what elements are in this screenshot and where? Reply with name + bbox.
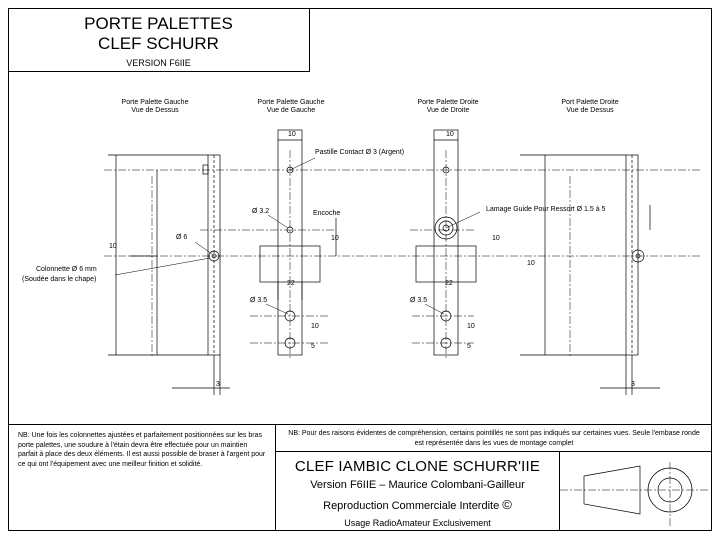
title-box: PORTE PALETTES CLEF SCHURR VERSION F6IIE [8, 8, 310, 72]
dim-5-a: 5 [311, 343, 315, 350]
titleblock-repro: Reproduction Commerciale Interdite [323, 500, 500, 512]
dim-10-g: 10 [311, 323, 319, 330]
d35a-annotation: Ø 3.5 [250, 297, 268, 304]
soudee-annotation: (Soudée dans le chape) [22, 276, 97, 283]
view-left-top [108, 154, 230, 395]
view-right-side [415, 129, 477, 356]
note-left-box: NB: Une fois les colonnettes ajustées et… [8, 424, 276, 531]
note-right-box: NB: Pour des raisons évidentes de compré… [276, 424, 712, 452]
titleblock-usage: Usage RadioAmateur Exclusivement [344, 518, 491, 528]
d32-annotation: Ø 3.2 [252, 208, 270, 215]
title-block: CLEF IAMBIC CLONE SCHURR'IIE Version F6I… [276, 452, 560, 531]
colonnette-annotation: Colonnette Ø 6 mm [36, 266, 97, 273]
view-label-1: Porte Palette Gauche Vue de Dessus [121, 99, 189, 114]
dim-5-b: 5 [467, 343, 471, 350]
view-label-3: Porte Palette Droite Vue de Droite [417, 99, 479, 114]
d35b-annotation: Ø 3.5 [410, 297, 428, 304]
dim-10-b: 10 [446, 131, 454, 138]
title-line2: CLEF SCHURR [98, 34, 219, 53]
dim-10-e: 10 [492, 235, 500, 242]
note-left: NB: Une fois les colonnettes ajustées et… [18, 432, 266, 468]
lamage-annotation: Lamage Guide Pour Ressort Ø 1.5 à 5 [486, 206, 606, 213]
dim-22-b: 22 [445, 280, 453, 287]
version-label: VERSION F6IIE [126, 58, 191, 68]
pastille-annotation: Pastille Contact Ø 3 (Argent) [315, 149, 405, 156]
titleblock-name: CLEF IAMBIC CLONE SCHURR'IIE [294, 458, 541, 475]
titleblock-repro-line: Reproduction Commerciale Interdite © [276, 497, 559, 512]
view-left-side [259, 129, 337, 356]
titleblock-version: Version F6IIE – Maurice Colombani-Gaille… [310, 479, 525, 491]
title-line1: PORTE PALETTES [84, 14, 233, 33]
note-right: NB: Pour des raisons évidentes de compré… [288, 430, 700, 447]
drawing-frame [8, 8, 712, 531]
dim-10-f: 10 [527, 260, 535, 267]
dim-10-d: 10 [331, 235, 339, 242]
view-right-top [520, 154, 660, 395]
dim-3-a: 3 [216, 381, 220, 388]
dim-3-b: 3 [631, 381, 635, 388]
view-label-2: Porte Palette Gauche Vue de Gauche [257, 99, 325, 114]
leaders [114, 157, 481, 315]
copyright-icon: © [502, 497, 512, 512]
dim-22-a: 22 [287, 280, 295, 287]
dim-10-h: 10 [467, 323, 475, 330]
dim-10-a: 10 [288, 131, 296, 138]
encoche-annotation: Encoche [313, 210, 341, 217]
view-label-4: Port Palette Droite Vue de Dessus [561, 99, 619, 114]
d6-annotation: Ø 6 [176, 234, 188, 241]
part-sketch [583, 465, 693, 515]
centerlines [104, 150, 708, 526]
dim-10-c: 10 [109, 243, 117, 250]
